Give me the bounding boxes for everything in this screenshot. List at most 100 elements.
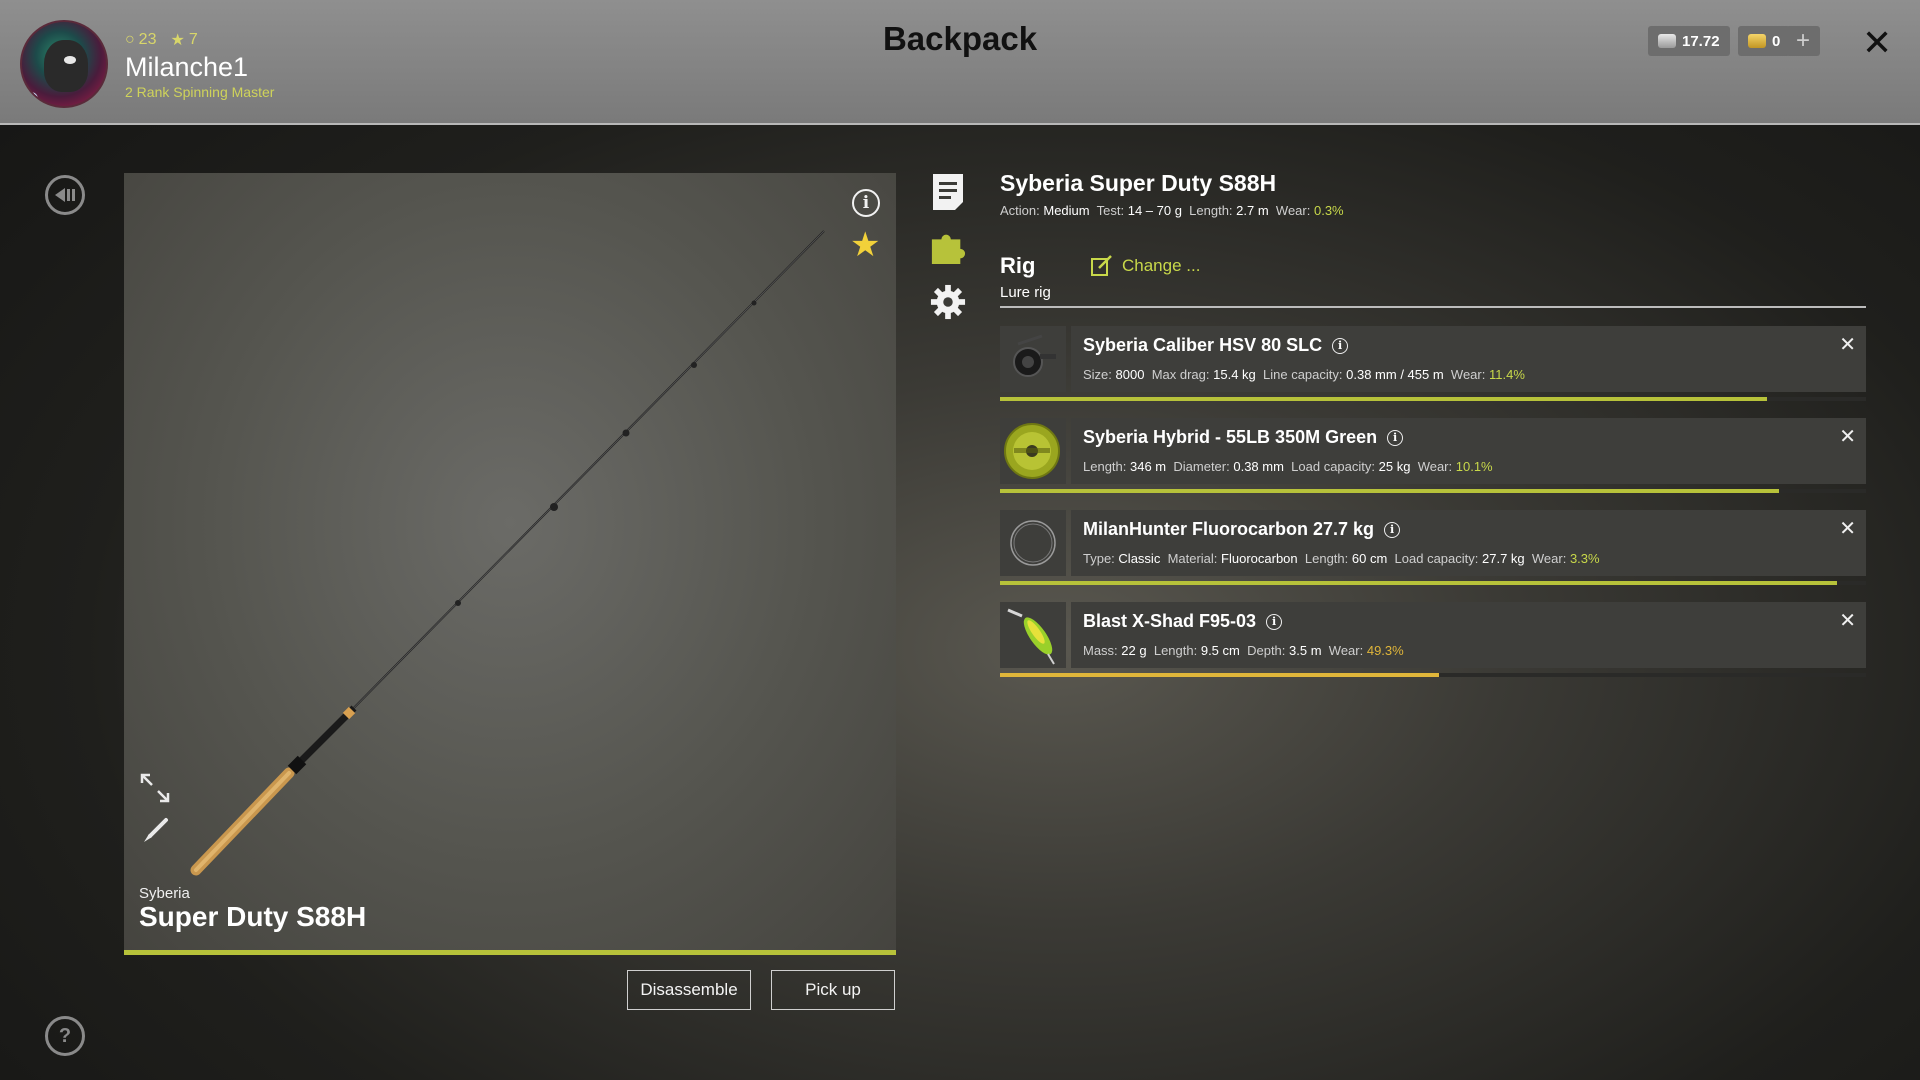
pick-up-button[interactable]: Pick up — [771, 970, 895, 1010]
spec-label: Max drag: — [1151, 367, 1210, 382]
spec-value: Fluorocarbon — [1221, 551, 1298, 566]
remove-component-icon[interactable]: ✕ — [1839, 610, 1856, 632]
rig-heading: Rig — [1000, 253, 1036, 278]
rod-condition-bar — [124, 950, 896, 955]
rod-brand: Syberia — [139, 885, 190, 902]
rod-image — [190, 230, 825, 876]
gold-coin-icon — [1748, 34, 1766, 48]
help-icon[interactable]: ? — [45, 1016, 85, 1056]
spec-label: Mass: — [1083, 643, 1118, 658]
component-specs: Length: 346 m Diameter: 0.38 mm Load cap… — [1083, 459, 1493, 474]
spec-label: Wear: — [1450, 367, 1486, 382]
rig-tab-puzzle-icon[interactable] — [930, 227, 966, 267]
component-title: MilanHunter Fluorocarbon 27.7 kg i — [1083, 519, 1401, 540]
change-rig-button[interactable]: Change ... — [1090, 255, 1200, 277]
spec-label: Material: — [1167, 551, 1218, 566]
puzzle-glyph — [931, 234, 966, 265]
add-currency-button[interactable]: + — [1786, 26, 1820, 56]
spec-value: 25 kg — [1378, 459, 1411, 474]
avatar-eye — [64, 56, 76, 64]
remove-component-icon[interactable]: ✕ — [1839, 334, 1856, 356]
info-icon[interactable]: i — [1332, 337, 1349, 354]
info-icon[interactable]: i — [1387, 429, 1404, 446]
component-title: Syberia Hybrid - 55LB 350M Green i — [1083, 427, 1404, 448]
remove-component-icon[interactable]: ✕ — [1839, 426, 1856, 448]
lure-icon — [1000, 602, 1066, 668]
spec-label: Action: — [1000, 203, 1040, 218]
spec-label: Size: — [1083, 367, 1112, 382]
component-card: Syberia Hybrid - 55LB 350M Green i Lengt… — [1071, 418, 1866, 484]
spec-label: Wear: — [1417, 459, 1453, 474]
silver-coin-icon — [1658, 34, 1676, 48]
component-name: Blast X-Shad F95-03 — [1083, 611, 1257, 631]
player-rank: 2 Rank Spinning Master — [125, 84, 275, 100]
customize-brush-icon[interactable] — [140, 816, 170, 854]
spec-label: Load capacity: — [1291, 459, 1376, 474]
back-icon[interactable] — [45, 175, 85, 215]
component-specs: Size: 8000 Max drag: 15.4 kg Line capaci… — [1083, 367, 1525, 382]
page-title: Backpack — [882, 20, 1038, 57]
spec-label: Load capacity: — [1394, 551, 1479, 566]
rig-component-line[interactable]: Syberia Hybrid - 55LB 350M Green i Lengt… — [1000, 418, 1866, 493]
reel-icon — [1000, 326, 1066, 392]
expand-icon[interactable] — [140, 773, 170, 811]
rig-type: Lure rig — [1000, 284, 1051, 301]
username: Milanche1 — [125, 52, 249, 82]
silver-balance: 17.72 — [1648, 26, 1730, 56]
spec-value: 27.7 kg — [1482, 551, 1525, 566]
info-icon[interactable]: i — [1384, 521, 1401, 538]
settings-gear-icon[interactable] — [930, 282, 966, 322]
rod-specs: Action: Medium Test: 14 – 70 g Length: 2… — [1000, 203, 1344, 218]
change-rig-label: Change ... — [1122, 256, 1201, 275]
spec-value: 9.5 cm — [1200, 643, 1240, 658]
level-value: 23 — [138, 31, 157, 48]
line-spool-icon — [1000, 418, 1066, 484]
condition-bar — [1000, 489, 1779, 493]
level-stat: ○ 23 — [125, 30, 156, 50]
wear-value: 11.4% — [1488, 367, 1525, 382]
rod-model-name: Super Duty S88H — [139, 901, 367, 932]
edit-icon — [1091, 255, 1112, 276]
spec-label: Diameter: — [1173, 459, 1230, 474]
close-icon[interactable]: ✕ — [1862, 22, 1893, 63]
spec-label: Wear: — [1328, 643, 1364, 658]
component-name: MilanHunter Fluorocarbon 27.7 kg — [1083, 519, 1375, 539]
spec-label: Wear: — [1275, 203, 1311, 218]
spec-label: Type: — [1083, 551, 1115, 566]
back-arrow-glyph — [55, 188, 75, 202]
spec-label: Length: — [1083, 459, 1127, 474]
favorite-star-icon[interactable]: ★ — [850, 226, 881, 264]
rig-component-lure[interactable]: Blast X-Shad F95-03 i Mass: 22 g Length:… — [1000, 602, 1866, 677]
spec-value: 15.4 kg — [1213, 367, 1256, 382]
player-avatar[interactable] — [20, 20, 108, 108]
remove-component-icon[interactable]: ✕ — [1839, 518, 1856, 540]
condition-bar — [1000, 581, 1838, 585]
stars-stat: ★ 7 — [170, 30, 197, 50]
spec-label: Length: — [1189, 203, 1233, 218]
spec-value: 8000 — [1115, 367, 1145, 382]
rod-title: Syberia Super Duty S88H — [1000, 170, 1277, 196]
leader-icon — [1000, 510, 1066, 576]
silver-value: 17.72 — [1682, 32, 1720, 50]
component-card: Syberia Caliber HSV 80 SLC i Size: 8000 … — [1071, 326, 1866, 392]
spec-label: Line capacity: — [1263, 367, 1343, 382]
rod-preview[interactable]: i ★ Syberia Super Duty S88H — [124, 173, 896, 950]
spec-value: 14 – 70 g — [1127, 203, 1182, 218]
spec-label: Test: — [1096, 203, 1125, 218]
info-icon[interactable]: i — [852, 189, 880, 217]
rig-component-reel[interactable]: Syberia Caliber HSV 80 SLC i Size: 8000 … — [1000, 326, 1866, 401]
spec-value: 22 g — [1121, 643, 1147, 658]
info-icon[interactable]: i — [1266, 613, 1283, 630]
wear-value: 10.1% — [1455, 459, 1493, 474]
disassemble-button[interactable]: Disassemble — [627, 970, 751, 1010]
rig-component-leader[interactable]: MilanHunter Fluorocarbon 27.7 kg i Type:… — [1000, 510, 1866, 585]
component-title: Blast X-Shad F95-03 i — [1083, 611, 1283, 632]
gold-value: 0 — [1772, 32, 1781, 50]
divider — [1000, 306, 1866, 308]
level-icon: ○ — [125, 31, 135, 48]
description-tab-icon[interactable] — [930, 172, 966, 212]
player-stats: ○ 23 ★ 7 — [125, 30, 198, 50]
wear-value: 3.3% — [1569, 551, 1600, 566]
gold-balance: 0 — [1738, 26, 1791, 56]
gear-glyph — [930, 284, 966, 320]
